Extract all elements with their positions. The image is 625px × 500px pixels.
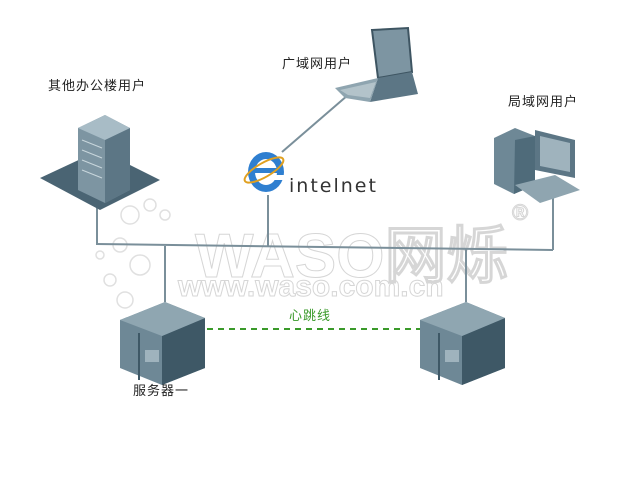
laptop-icon (335, 26, 418, 102)
server-two-icon (420, 302, 505, 385)
lan-users-label: 局域网用户 (508, 95, 579, 110)
watermark-brand: WASO网烁 (194, 222, 509, 292)
network-lines (95, 94, 554, 302)
internet-label: intelnet (289, 175, 378, 197)
watermark-url: www.waso.com.cn (178, 270, 445, 304)
wan-link (281, 94, 349, 153)
server-one-icon (120, 302, 205, 385)
watermark-dots (95, 198, 171, 309)
desktop-computer-icon (494, 128, 580, 203)
bus-line (95, 243, 554, 251)
heartbeat-label: 心跳线 (289, 309, 332, 324)
office-users-label: 其他办公楼用户 (48, 79, 147, 94)
internet-explorer-icon (243, 152, 285, 192)
building-icon (40, 115, 160, 210)
wan-users-label: 广域网用户 (282, 57, 353, 72)
server-one-label: 服务器一 (133, 384, 190, 399)
watermark-registered: ® (511, 200, 529, 226)
